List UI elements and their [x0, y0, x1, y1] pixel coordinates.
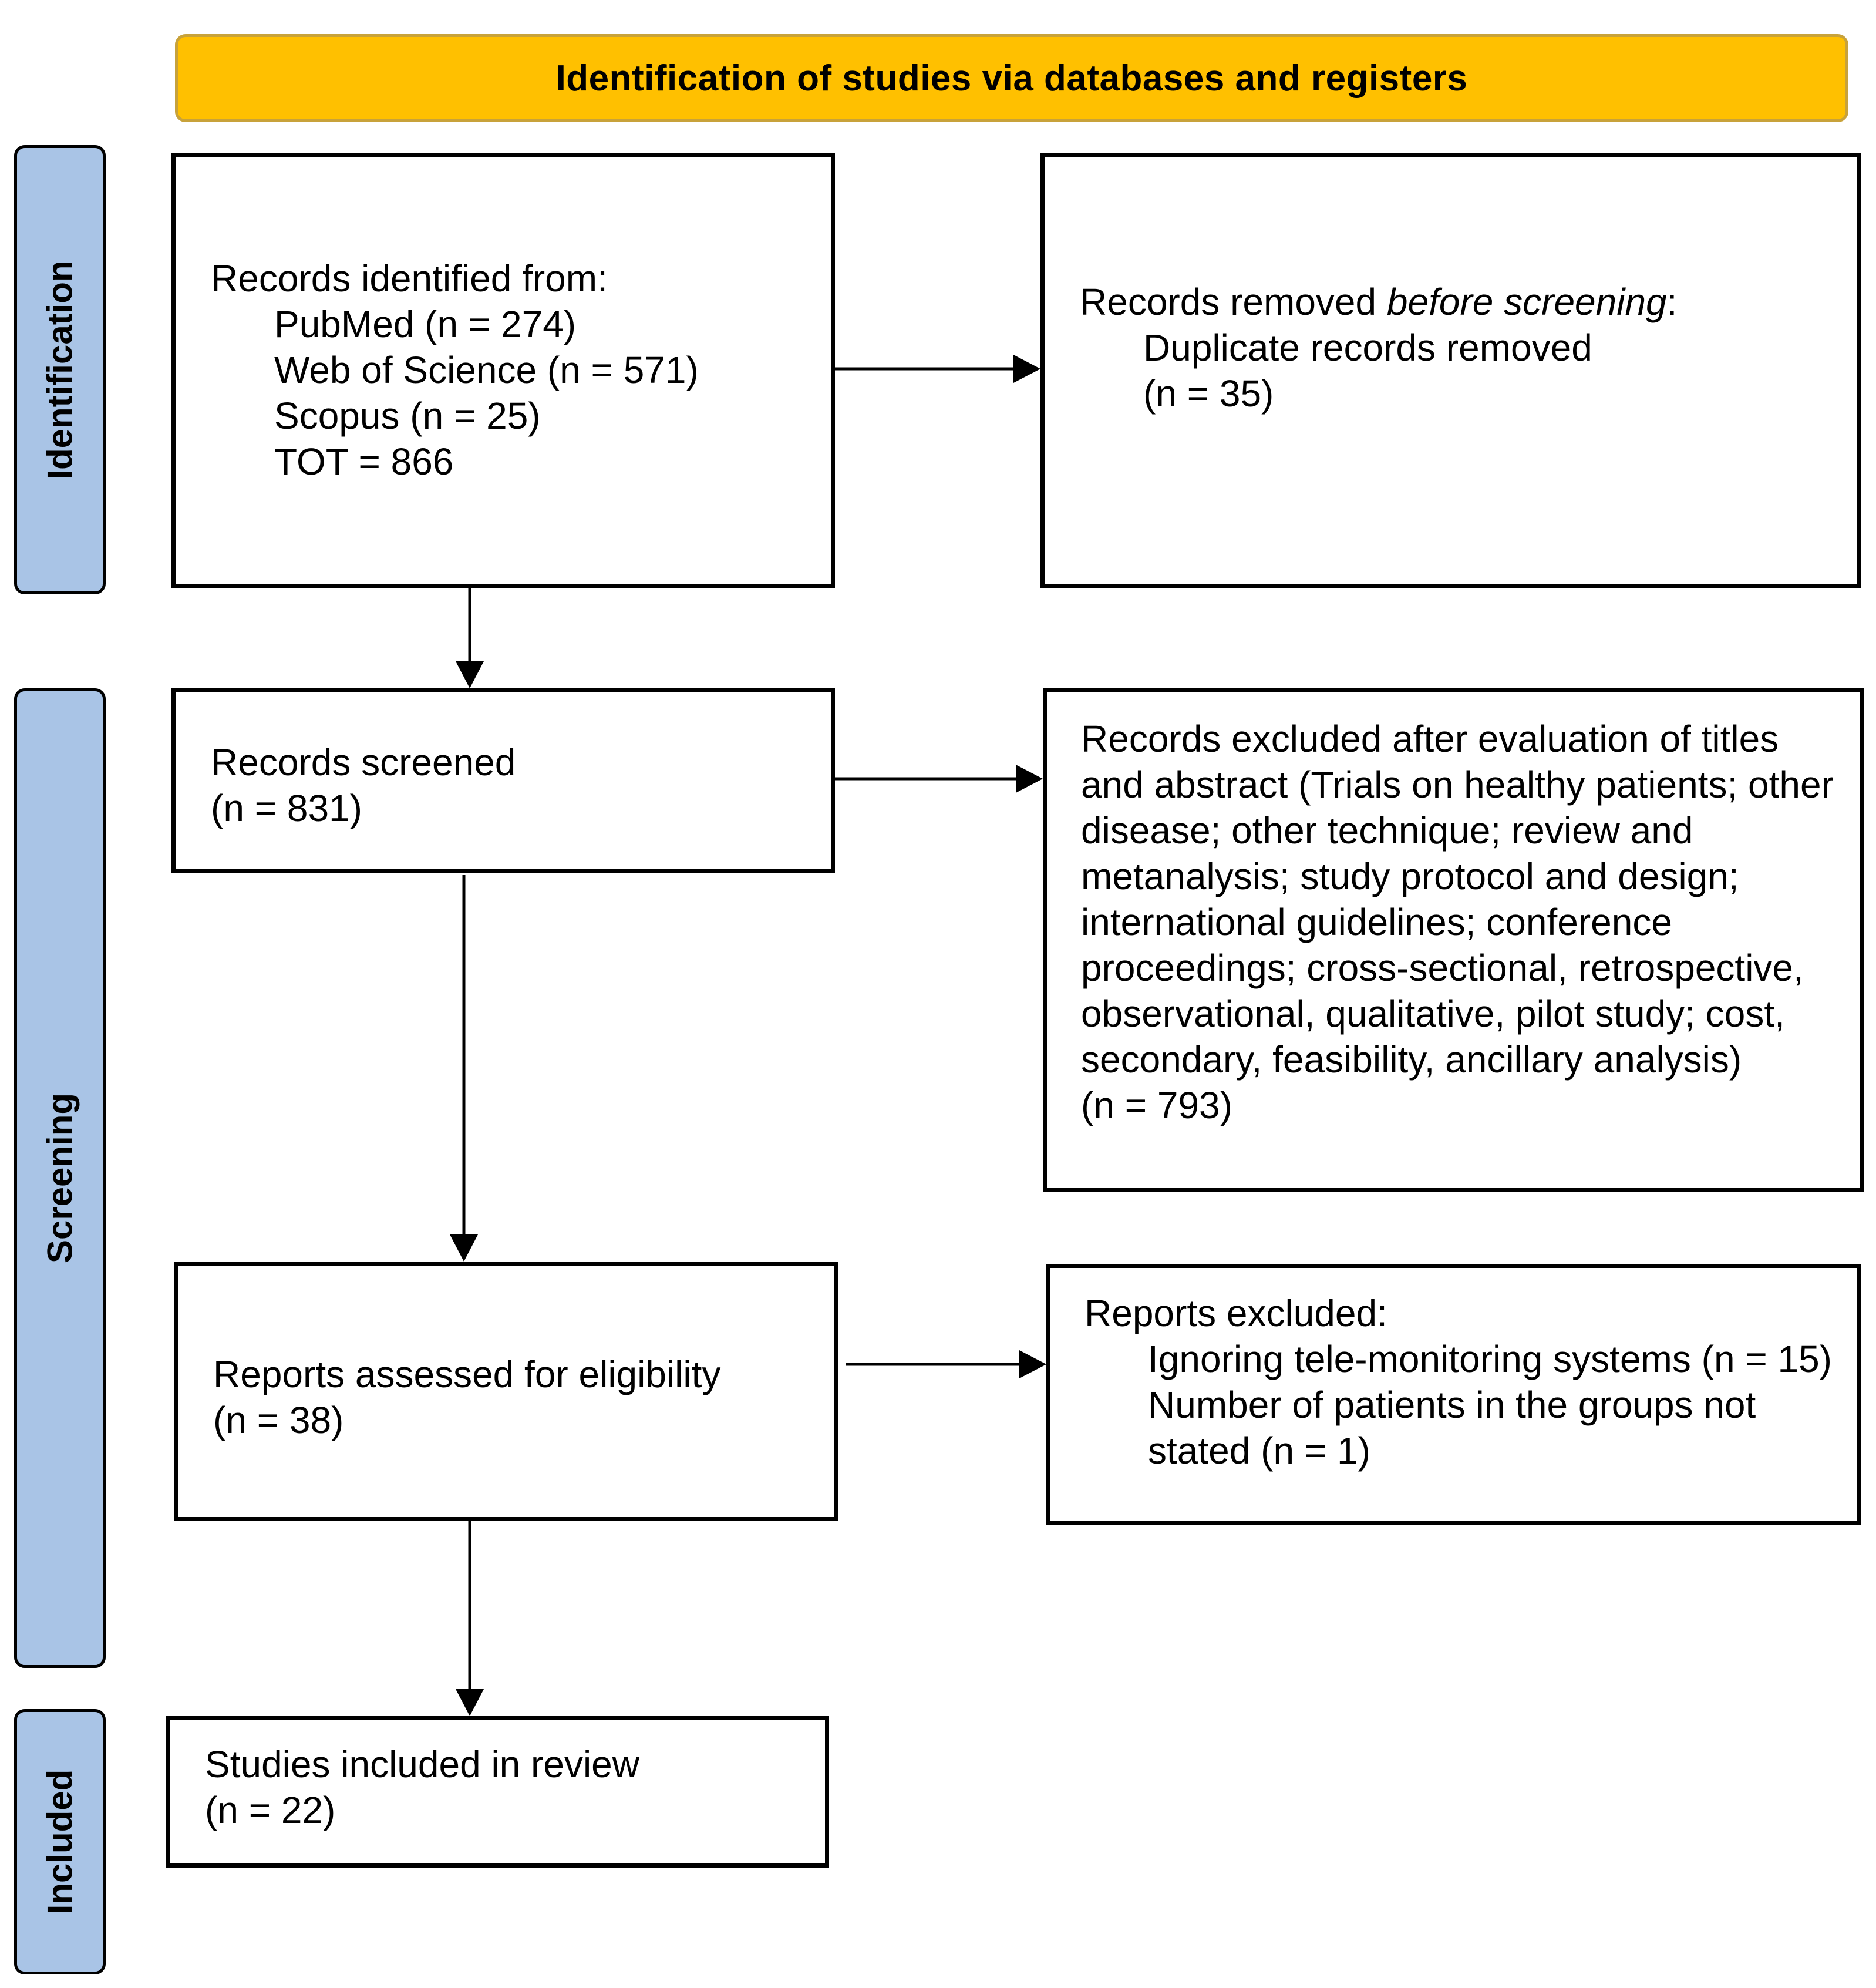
source-web-of-science: Web of Science (n = 571) — [274, 349, 699, 391]
records-screened-label: Records screened — [211, 741, 516, 783]
arrowhead-assessed — [450, 1234, 478, 1262]
arrowhead-records-excluded — [1016, 765, 1043, 793]
reports-assessed-box: Reports assessed for eligibility (n = 38… — [174, 1262, 838, 1521]
arrowhead-included — [456, 1689, 484, 1716]
records-excluded-box: Records excluded after evaluation of tit… — [1043, 688, 1864, 1192]
duplicate-records-count: (n = 35) — [1143, 372, 1274, 415]
studies-included-box: Studies included in review (n = 22) — [166, 1716, 829, 1868]
reports-assessed-count: (n = 38) — [213, 1399, 344, 1441]
stage-label-screening: Screening — [40, 1092, 80, 1264]
records-excluded-count: (n = 793) — [1081, 1084, 1232, 1126]
stage-identification: Identification — [14, 145, 106, 594]
records-screened-box: Records screened (n = 831) — [171, 688, 835, 873]
arrowhead-screened — [456, 661, 484, 688]
stage-label-identification: Identification — [40, 260, 80, 480]
reports-excluded-reason-1: Ignoring tele-monitoring systems (n = 15… — [1148, 1338, 1832, 1380]
duplicate-records-label: Duplicate records removed — [1143, 327, 1592, 369]
arrowhead-reports-excluded — [1019, 1350, 1046, 1378]
source-pubmed: PubMed (n = 274) — [274, 303, 577, 345]
identification-header: Identification of studies via databases … — [175, 34, 1848, 122]
records-identified-box: Records identified from: PubMed (n = 274… — [171, 153, 835, 588]
stage-label-included: Included — [40, 1769, 80, 1915]
records-identified-heading: Records identified from: — [211, 257, 608, 300]
source-total: TOT = 866 — [274, 440, 454, 483]
records-removed-heading: Records removed before screening: — [1080, 279, 1857, 325]
stage-included: Included — [14, 1709, 106, 1974]
source-scopus: Scopus (n = 25) — [274, 395, 541, 437]
records-removed-heading-emphasis: before screening — [1386, 281, 1667, 323]
reports-excluded-heading: Reports excluded: — [1084, 1292, 1387, 1334]
records-removed-heading-suffix: : — [1666, 281, 1678, 323]
studies-included-label: Studies included in review — [205, 1743, 639, 1785]
reports-excluded-box: Reports excluded: Ignoring tele-monitori… — [1046, 1264, 1861, 1525]
arrowhead-removed — [1013, 355, 1040, 383]
records-screened-count: (n = 831) — [211, 787, 362, 829]
records-removed-heading-prefix: Records removed — [1080, 281, 1387, 323]
stage-screening: Screening — [14, 688, 106, 1668]
reports-excluded-reason-2: Number of patients in the groups not sta… — [1148, 1384, 1756, 1472]
header-title: Identification of studies via databases … — [555, 58, 1468, 99]
reports-assessed-label: Reports assessed for eligibility — [213, 1353, 721, 1395]
records-excluded-text: Records excluded after evaluation of tit… — [1081, 718, 1834, 1081]
records-removed-box: Records removed before screening: Duplic… — [1040, 153, 1861, 588]
studies-included-count: (n = 22) — [205, 1789, 336, 1831]
